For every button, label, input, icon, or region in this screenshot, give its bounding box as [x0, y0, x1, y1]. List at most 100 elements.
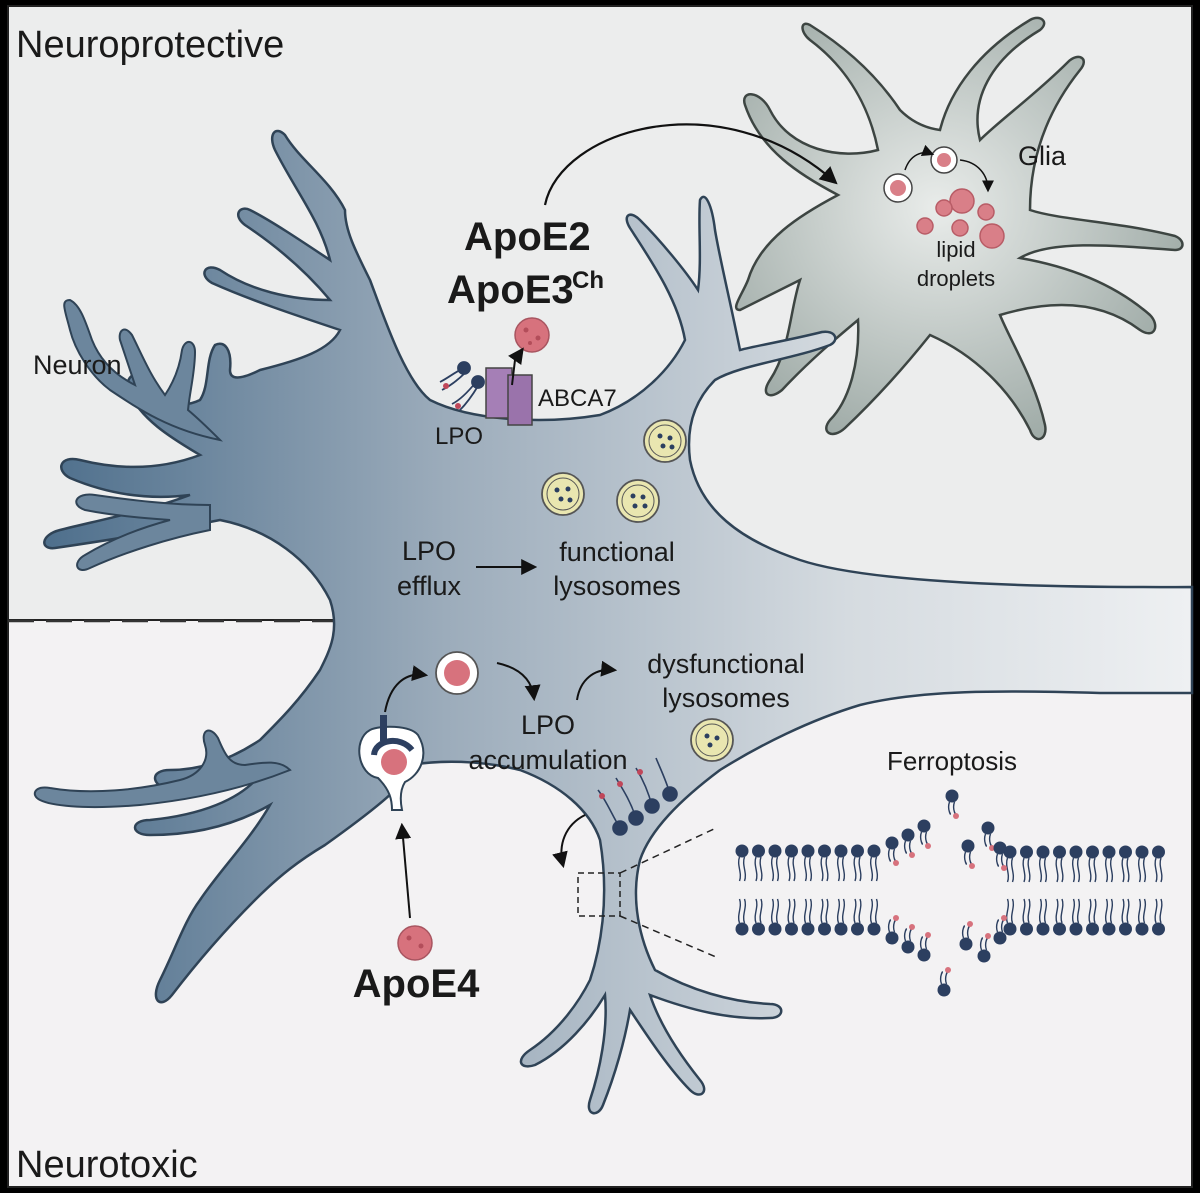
zoom-guide-bottom	[619, 915, 717, 958]
lipid-molecule	[917, 819, 931, 849]
functional-lysosomes-label-1: functional	[559, 537, 675, 567]
membrane-lpo-lipids	[597, 757, 678, 836]
lpo-accum-arrow	[496, 662, 541, 702]
abca7-transporter	[485, 367, 533, 426]
functional-lysosomes	[541, 419, 687, 523]
neuron-cell	[43, 129, 1194, 1115]
zoom-guide-top	[619, 827, 717, 874]
lipid-molecule	[1069, 845, 1083, 883]
neuron-label: Neuron	[33, 350, 122, 380]
lipid-molecule	[834, 898, 848, 936]
lipid-molecule	[851, 844, 864, 882]
lpo-efflux-label-2: efflux	[397, 571, 462, 601]
lipid-molecule	[1069, 898, 1083, 936]
apoe-particle-top	[514, 317, 550, 353]
lipid-molecule	[1003, 845, 1017, 883]
lipid-molecule	[1119, 845, 1132, 883]
lipid-droplets-label-2: droplets	[917, 266, 995, 291]
lipid-molecule	[801, 844, 815, 882]
lipid-molecule	[1152, 898, 1165, 936]
dysfunctional-lysosomes-label-1: dysfunctional	[647, 649, 805, 679]
lipid-molecule	[851, 898, 864, 936]
lipid-molecule	[818, 844, 831, 882]
lipid-molecule	[818, 898, 831, 936]
apoe4-uptake-arrow	[395, 822, 412, 919]
lipid-molecule	[993, 915, 1007, 945]
dysfunctional-lysosome	[690, 718, 734, 762]
zoom-box	[577, 872, 621, 917]
lipid-molecule	[752, 898, 765, 936]
apoe2-label: ApoE2	[464, 215, 591, 259]
lipid-molecule	[768, 898, 782, 936]
lipid-molecule	[735, 898, 749, 936]
lipid-molecule	[945, 789, 959, 819]
lipid-molecule	[917, 932, 931, 962]
endocytic-pit	[358, 715, 425, 811]
lipid-molecule	[834, 844, 848, 882]
lipid-molecule	[993, 841, 1007, 871]
efflux-to-glia-arrow	[543, 123, 838, 206]
lipid-molecule	[1036, 845, 1050, 883]
lipid-droplets	[916, 188, 1005, 249]
lpo-label-top: LPO	[435, 423, 483, 450]
lipid-molecule	[1053, 898, 1066, 936]
endosome-vesicle	[435, 651, 479, 695]
lipid-molecule	[867, 898, 881, 936]
apoe4-label: ApoE4	[353, 962, 480, 1006]
lipid-molecule	[801, 898, 815, 936]
lipid-molecule	[1152, 845, 1165, 883]
ferroptosis-label: Ferroptosis	[887, 746, 1017, 776]
endocytosis-arrow	[384, 665, 429, 713]
neuron-dendrite-left-mid	[75, 493, 211, 571]
lipid-molecule	[885, 915, 899, 945]
lipid-molecule	[1020, 898, 1033, 936]
lipid-molecule	[1020, 845, 1033, 883]
lipid-molecule	[1135, 898, 1149, 936]
neuron-dendrite-left-top	[63, 298, 224, 442]
lipid-molecule	[735, 844, 749, 882]
ferroptosis-bilayer	[735, 789, 1165, 997]
apoe3-superscript: Ch	[572, 267, 604, 294]
lipid-molecule	[901, 924, 915, 954]
lipid-molecule	[1135, 845, 1149, 883]
lipid-molecule	[1119, 898, 1132, 936]
functional-lysosomes-label-2: lysosomes	[553, 571, 681, 601]
lipid-molecule	[1003, 898, 1017, 936]
lipid-molecule	[981, 821, 995, 851]
glia-label: Glia	[1018, 141, 1067, 171]
lipid-molecule	[1036, 898, 1050, 936]
lipid-molecule	[1053, 845, 1066, 883]
lipid-molecule	[901, 828, 915, 858]
lipid-molecule	[1102, 845, 1116, 883]
lipid-flip-arrow	[552, 814, 586, 869]
lipid-molecule	[937, 967, 951, 997]
lipid-droplets-label-1: lipid	[936, 237, 975, 262]
lipid-molecule	[977, 933, 991, 963]
lipid-molecule	[752, 844, 765, 882]
dysfunction-arrow	[576, 660, 618, 701]
section-title-bottom: Neurotoxic	[16, 1144, 198, 1186]
lpo-accumulation-label-1: LPO	[521, 710, 575, 740]
apoe4-particle	[397, 925, 433, 961]
lipid-molecule	[961, 839, 975, 869]
lipid-molecule	[785, 898, 798, 936]
lpo-accumulation-label-2: accumulation	[468, 745, 627, 775]
apoe3-label: ApoE3	[447, 268, 574, 312]
abca7-efflux-arrow	[508, 347, 524, 386]
section-title-top: Neuroprotective	[16, 24, 284, 66]
neuron-dendrite-left-bottom	[33, 729, 292, 809]
lipid-molecule	[959, 921, 973, 951]
lpo-efflux-label-1: LPO	[402, 536, 456, 566]
lipid-molecule	[785, 844, 798, 882]
lipid-molecule	[1086, 845, 1099, 883]
lpo-lipids-top	[439, 361, 485, 411]
lipid-molecule	[1102, 898, 1116, 936]
dysfunctional-lysosomes-label-2: lysosomes	[662, 683, 790, 713]
lipid-molecule	[885, 836, 899, 866]
lipid-molecule	[867, 844, 881, 882]
lipid-molecule	[1086, 898, 1099, 936]
lipid-molecule	[768, 844, 782, 882]
glia-uptake-vesicle	[883, 144, 994, 203]
abca7-label: ABCA7	[538, 385, 617, 412]
